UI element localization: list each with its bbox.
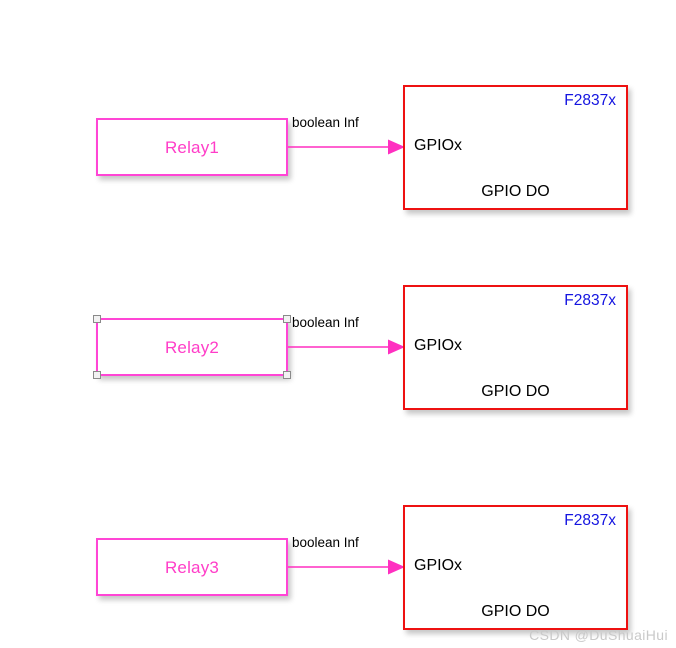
signal-label: boolean Inf <box>292 535 359 550</box>
selection-handle-top-right[interactable] <box>283 315 291 323</box>
diagram-row: Relay2 boolean Inf F2837x GPIOx GPIO DO <box>0 268 676 428</box>
signal-connection-1[interactable]: boolean Inf <box>288 115 406 176</box>
signal-connection-2[interactable]: boolean Inf <box>288 315 406 376</box>
chip-name-label: F2837x <box>564 92 616 109</box>
relay-block-label: Relay1 <box>164 137 220 157</box>
gpio-do-block-1[interactable]: F2837x GPIOx GPIO DO <box>403 85 628 210</box>
relay-block-3[interactable]: Relay3 <box>96 538 288 596</box>
relay-block-1[interactable]: Relay1 <box>96 118 288 176</box>
gpio-input-port-label: GPIOx <box>414 137 463 154</box>
signal-label: boolean Inf <box>292 115 359 130</box>
signal-label: boolean Inf <box>292 315 359 330</box>
signal-arrow-icon <box>288 139 405 155</box>
relay-block-label: Relay2 <box>164 337 220 357</box>
relay-block-2[interactable]: Relay2 <box>93 315 291 379</box>
gpio-input-port-label: GPIOx <box>414 557 463 574</box>
chip-name-label: F2837x <box>564 512 616 529</box>
signal-connection-3[interactable]: boolean Inf <box>288 535 406 596</box>
diagram-row: Relay3 boolean Inf F2837x GPIOx GPIO DO <box>0 488 676 648</box>
gpio-block-sublabel: GPIO DO <box>481 183 550 200</box>
diagram-row: Relay1 boolean Inf F2837x GPIOx GPIO DO <box>0 68 676 228</box>
selection-handle-top-left[interactable] <box>93 315 101 323</box>
gpio-input-port-label: GPIOx <box>414 337 463 354</box>
gpio-do-block-3[interactable]: F2837x GPIOx GPIO DO <box>403 505 628 630</box>
selection-handle-bottom-right[interactable] <box>283 371 291 379</box>
signal-arrow-icon <box>288 339 405 355</box>
watermark-text: CSDN @DuShuaiHui <box>529 627 668 643</box>
signal-arrow-icon <box>288 559 405 575</box>
chip-name-label: F2837x <box>564 292 616 309</box>
selection-handle-bottom-left[interactable] <box>93 371 101 379</box>
gpio-block-sublabel: GPIO DO <box>481 383 550 400</box>
gpio-do-block-2[interactable]: F2837x GPIOx GPIO DO <box>403 285 628 410</box>
gpio-block-sublabel: GPIO DO <box>481 603 550 620</box>
relay-block-label: Relay3 <box>164 557 220 577</box>
